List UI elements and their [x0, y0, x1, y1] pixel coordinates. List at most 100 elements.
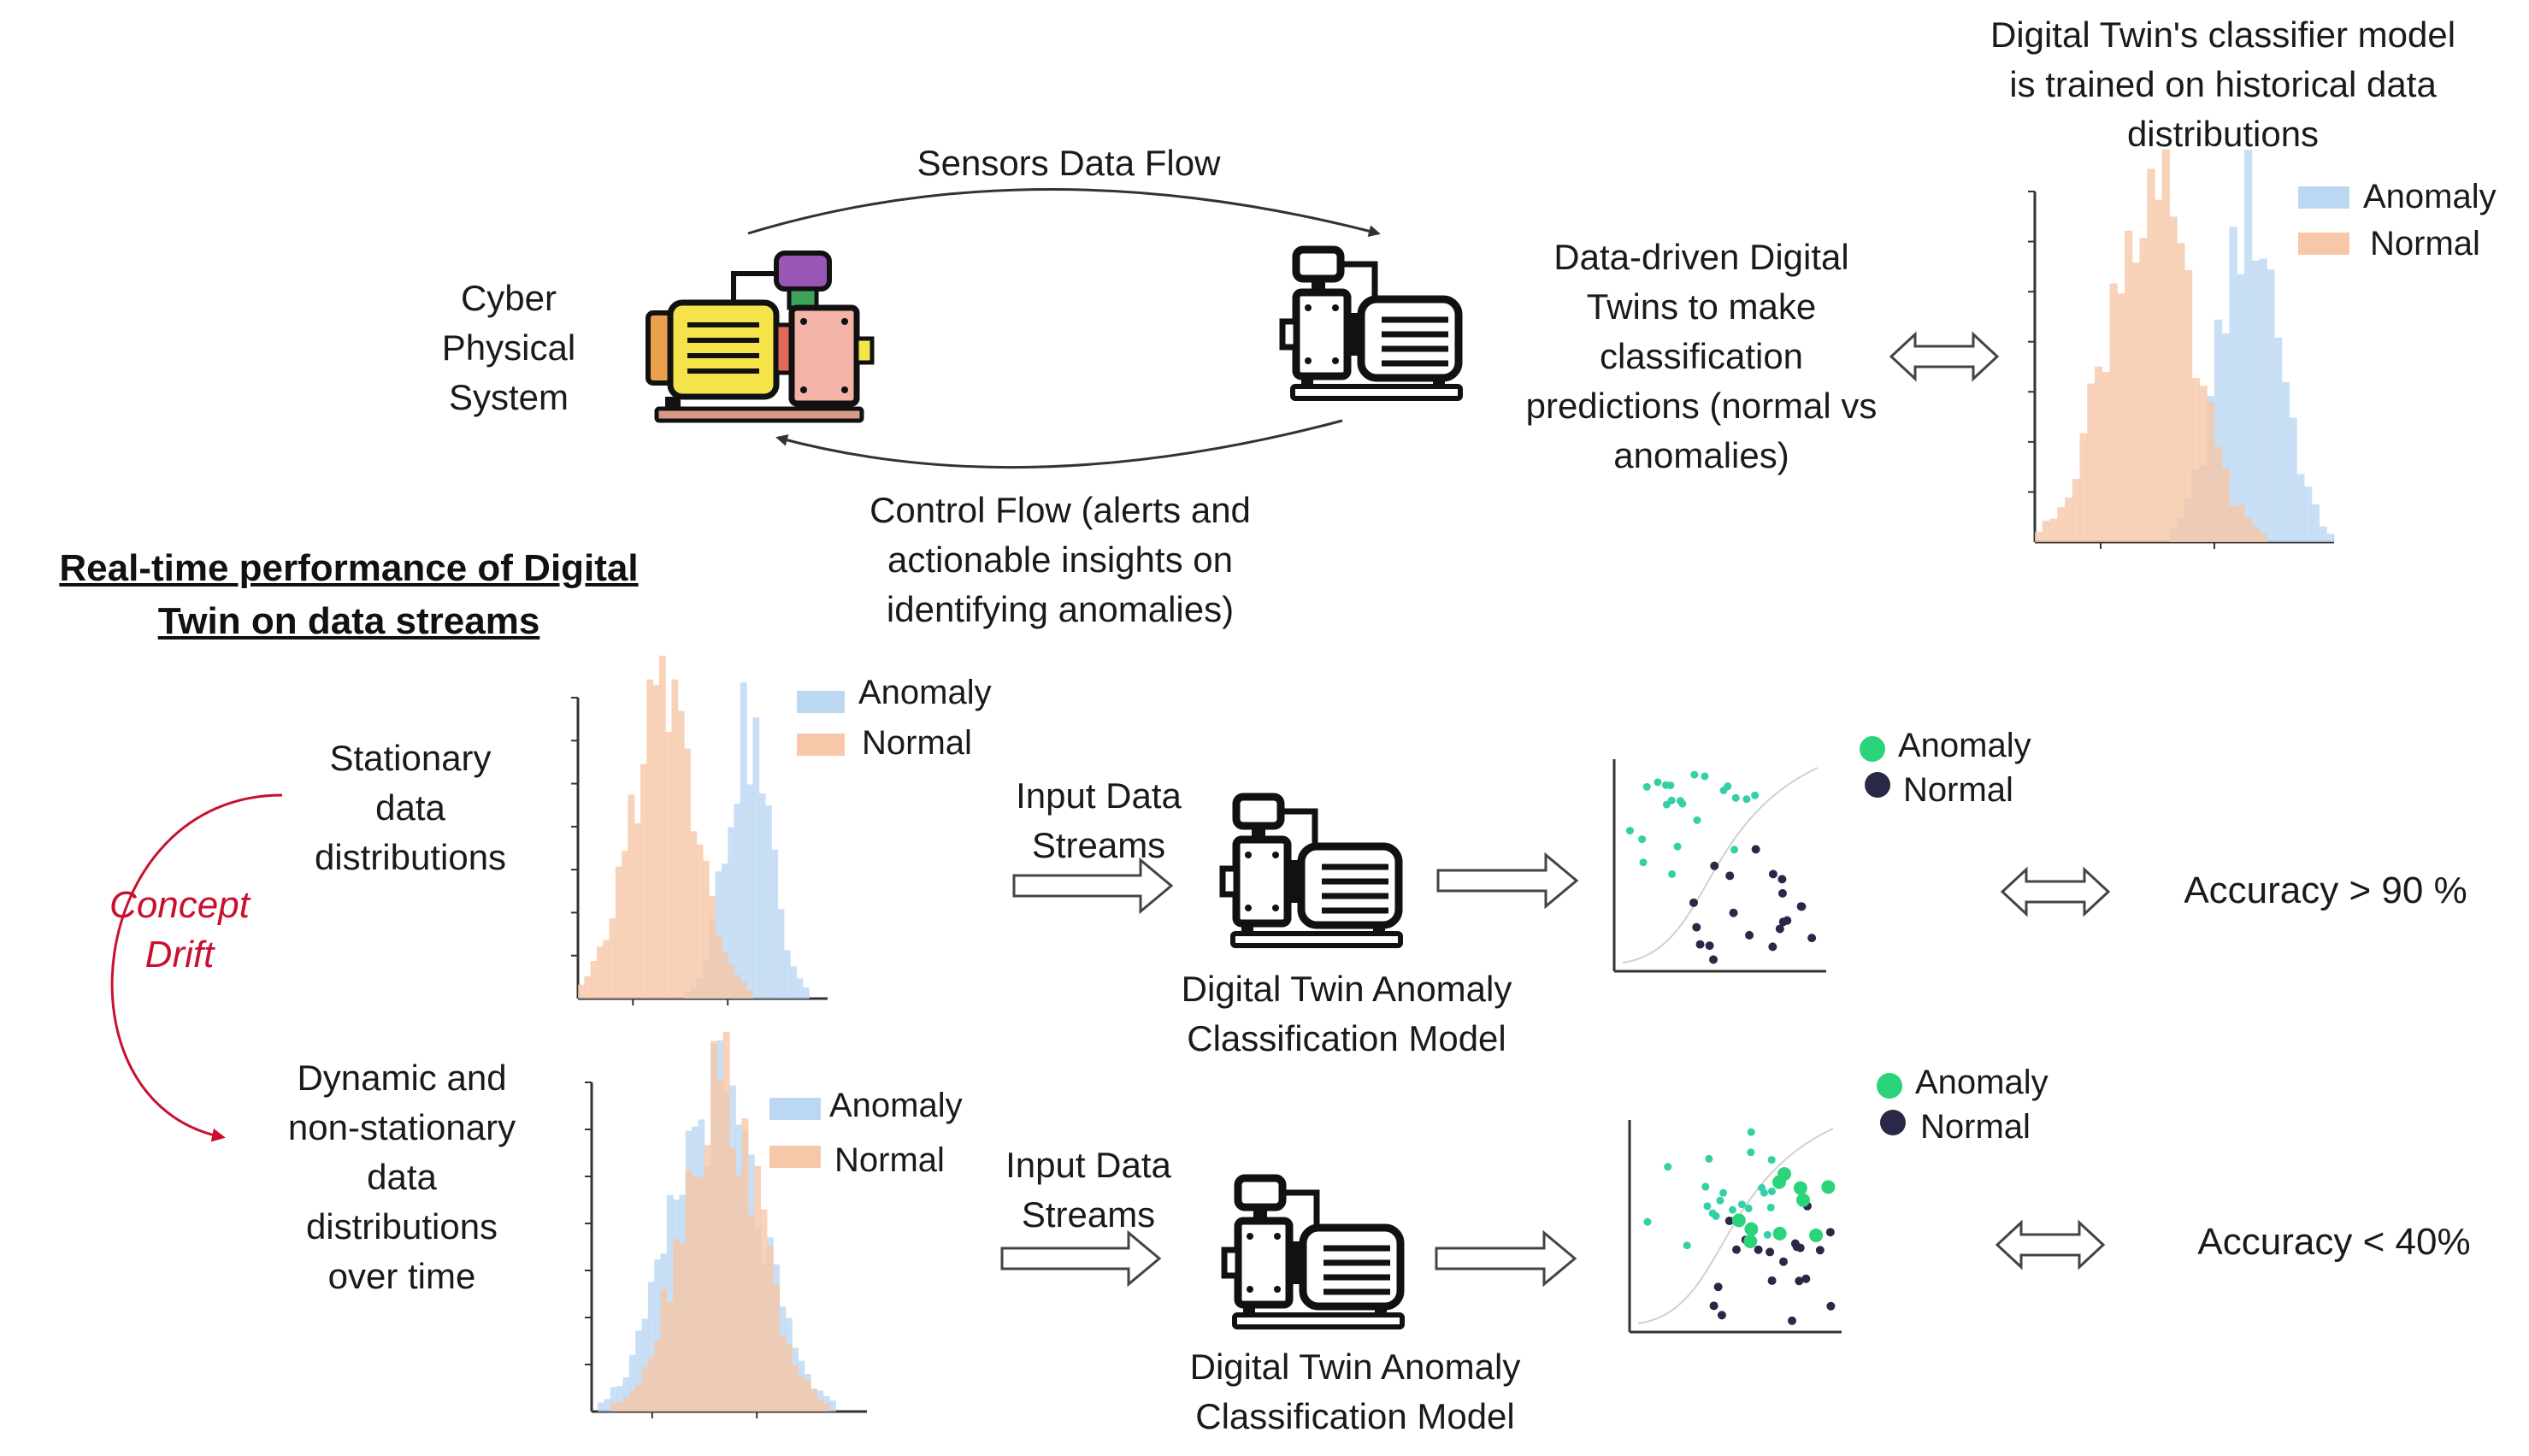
hist-bar-anomaly — [616, 1386, 624, 1412]
accuracy-stationary: Accuracy > 90 % — [2184, 869, 2467, 911]
scatter-point-anomaly — [1673, 842, 1682, 851]
scatter-point-normal — [1717, 1311, 1726, 1320]
scatter-point-anomaly — [1690, 770, 1699, 779]
hist-bar-anomaly — [734, 803, 741, 999]
hist-bar-normal — [2161, 149, 2170, 543]
legend-swatch-normal — [797, 734, 845, 756]
accuracy-dynamic: Accuracy < 40% — [2197, 1221, 2471, 1263]
hist-bar-normal — [673, 1239, 680, 1412]
hist-bar-anomaly — [2267, 269, 2275, 542]
double-arrow-icon — [2000, 866, 2111, 917]
double-arrow-icon — [1889, 331, 2000, 382]
histogram-historical — [2028, 149, 2335, 549]
hist-bar-normal — [722, 1031, 730, 1412]
hist-bar-normal — [671, 679, 679, 999]
hist-bar-normal — [728, 964, 734, 999]
decision-boundary — [1622, 767, 1819, 964]
hist-bar-anomaly — [2221, 333, 2230, 542]
scatter-point-normal — [1724, 1216, 1734, 1225]
hist-bar-anomaly — [604, 1399, 611, 1412]
hist-bar-normal — [2139, 238, 2148, 542]
hist-bar-normal — [740, 981, 747, 999]
hist-bar-normal — [792, 1365, 799, 1412]
hist-bar-normal — [658, 655, 666, 999]
scatter-point-anomaly — [1654, 778, 1662, 787]
hist-bar-normal — [609, 918, 616, 999]
hist-bar-normal — [2177, 243, 2185, 542]
legend-dot-normal — [1880, 1110, 1906, 1135]
legend-dot-anomaly — [1877, 1073, 1902, 1099]
scatter-point-normal — [1767, 1276, 1777, 1285]
hist-bar-normal — [2251, 526, 2260, 542]
scatter-legend-normal: Normal — [1903, 771, 2013, 809]
hist-bar-normal — [615, 866, 622, 999]
scatter-stationary — [1612, 759, 1826, 973]
scatter-point-anomaly — [1742, 795, 1751, 804]
hist-bar-anomaly — [765, 805, 772, 999]
hist-bar-normal — [2057, 507, 2066, 542]
hist-bar-normal — [2237, 504, 2245, 542]
hist-bar-normal — [2102, 372, 2110, 542]
hist-bar-normal — [647, 1357, 655, 1412]
hist-bar-normal — [747, 1214, 755, 1412]
cyber-physical-pump-icon — [646, 251, 875, 423]
legend-swatch-anomaly — [769, 1098, 821, 1120]
hist-bar-anomaly — [628, 1354, 636, 1412]
hist-bar-normal — [665, 731, 672, 999]
hist-bar-normal — [2035, 531, 2043, 542]
scatter-dynamic — [1628, 1120, 1842, 1334]
hist-bar-anomaly — [2304, 486, 2313, 542]
scatter-point-anomaly — [1731, 793, 1740, 802]
hist-bar-normal — [746, 990, 753, 999]
scatter-point-anomaly — [1728, 1205, 1736, 1214]
hollow-right-arrow-icon — [1435, 1229, 1577, 1288]
hist-bar-normal — [734, 975, 741, 999]
scatter-point-anomaly — [1743, 1234, 1758, 1248]
scatter-point-anomaly — [1642, 782, 1651, 791]
hist-bar-normal — [804, 1379, 811, 1412]
concept-drift-arrow — [110, 793, 283, 1142]
hist-bar-normal — [660, 1289, 668, 1412]
scatter-point-anomaly — [1793, 1181, 1807, 1195]
scatter-point-anomaly — [1719, 1188, 1728, 1197]
hist-bar-normal — [652, 685, 660, 999]
hist-bar-normal — [2184, 269, 2193, 542]
sensors-flow-label: Sensors Data Flow — [917, 143, 1221, 183]
scatter-point-anomaly — [1643, 1217, 1652, 1226]
hist-bar-anomaly — [647, 1282, 655, 1412]
hist-bar-normal — [811, 1389, 817, 1412]
hist-bar-anomaly — [2319, 526, 2327, 542]
control-flow-arrow — [775, 419, 1343, 469]
scatter-point-anomaly — [1744, 1222, 1759, 1236]
scatter-point-normal — [1732, 1245, 1742, 1254]
hist-bar-normal — [704, 1145, 711, 1412]
hist-bar-normal — [2155, 199, 2163, 542]
hist-bar-normal — [628, 794, 635, 999]
hist-bar-normal — [2214, 446, 2223, 542]
scatter-point-normal — [1729, 908, 1738, 917]
hist-bar-normal — [2072, 478, 2080, 542]
scatter-point-anomaly — [1683, 1241, 1691, 1250]
scatter-point-normal — [1768, 869, 1777, 879]
hist-bar-normal — [703, 860, 710, 999]
hist-bar-normal — [2221, 468, 2230, 542]
hist-bar-normal — [696, 844, 704, 999]
scatter-point-anomaly — [1821, 1180, 1836, 1194]
sensors-flow-arrow — [747, 188, 1381, 238]
hist-bar-normal — [679, 1244, 687, 1412]
scatter-point-normal — [1725, 871, 1735, 881]
scatter-point-normal — [1768, 942, 1777, 952]
scatter-point-anomaly — [1705, 1154, 1713, 1163]
decision-boundary — [1637, 1128, 1834, 1324]
scatter-point-normal — [1692, 923, 1701, 932]
scatter-point-anomaly — [1625, 827, 1634, 835]
hist-bar-anomaly — [746, 784, 753, 999]
